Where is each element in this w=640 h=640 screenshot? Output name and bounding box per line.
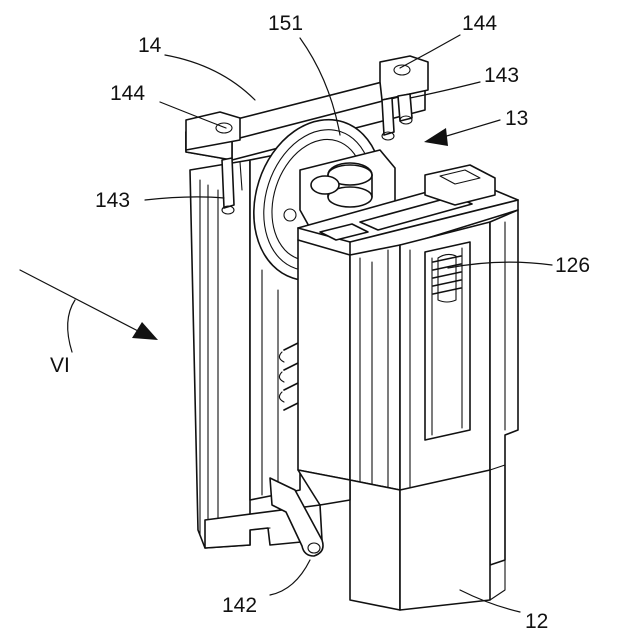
label-vi: VI	[50, 354, 70, 377]
leader-144-top	[400, 35, 460, 68]
arrow-vi-shaft	[20, 270, 140, 332]
label-142: 142	[222, 594, 257, 617]
arrow-13-shaft	[440, 120, 500, 138]
label-13: 13	[505, 107, 528, 130]
arrow-13-head	[424, 128, 448, 146]
leader-14	[165, 55, 255, 100]
leader-vi	[68, 300, 75, 352]
label-14: 14	[138, 34, 162, 57]
label-144-left: 144	[110, 82, 145, 105]
label-151: 151	[268, 12, 303, 35]
module-12	[298, 210, 518, 610]
label-126: 126	[555, 254, 590, 277]
label-143-left: 143	[95, 189, 130, 212]
label-12: 12	[525, 610, 548, 633]
leader-142	[270, 560, 310, 595]
label-144-top: 144	[462, 12, 497, 35]
arrow-vi-head	[132, 322, 158, 340]
label-143-top: 143	[484, 64, 519, 87]
